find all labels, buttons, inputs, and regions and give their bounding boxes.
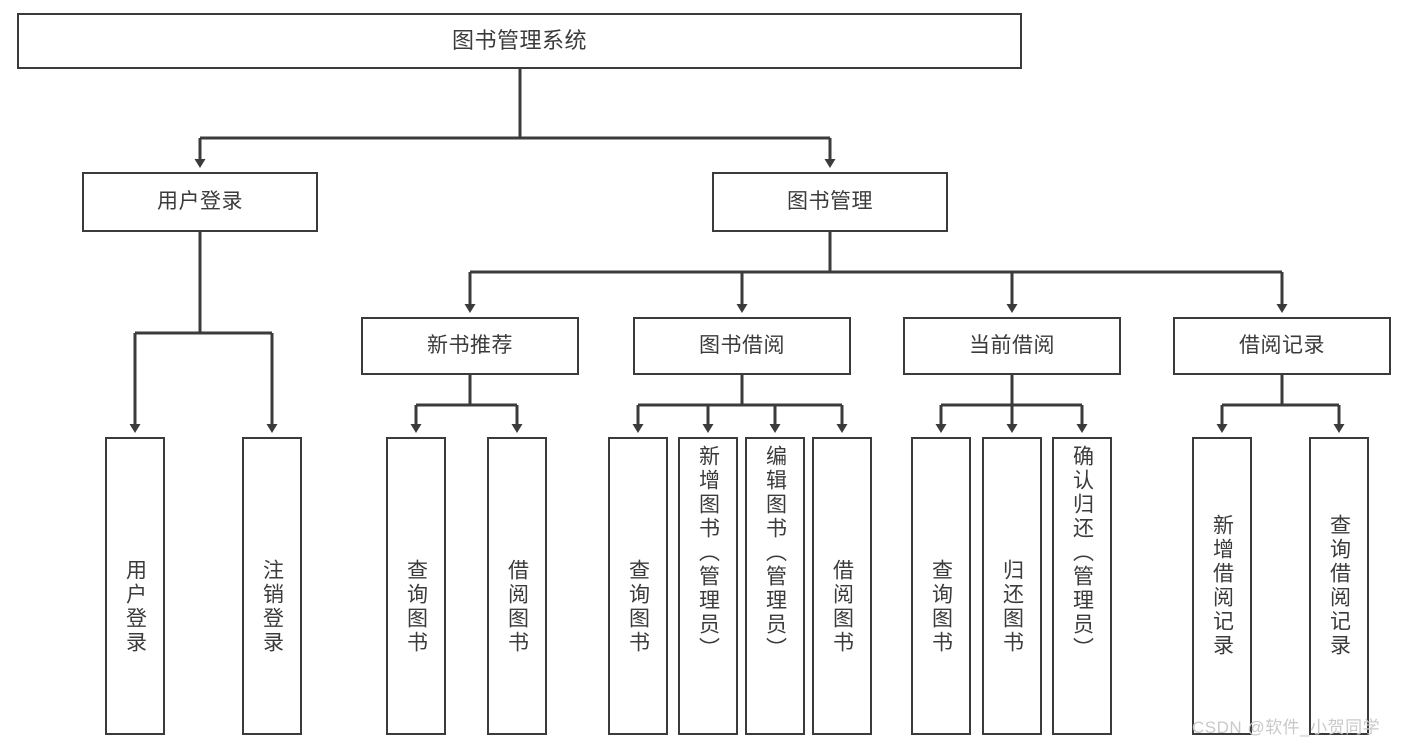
- node-leaf-query-book-3-label: 查询图书: [929, 559, 953, 655]
- node-book-manage[interactable]: 图书管理: [712, 172, 948, 232]
- node-leaf-logout-label: 注销登录: [260, 559, 284, 655]
- node-new-book-rec-label: 新书推荐: [427, 334, 513, 358]
- node-leaf-edit-book-label: 编辑图书（管理员）: [763, 445, 787, 661]
- node-leaf-query-book-2-label: 查询图书: [626, 559, 650, 655]
- node-leaf-confirm-return[interactable]: 确认归还（管理员）: [1052, 437, 1112, 735]
- node-leaf-query-book-1[interactable]: 查询图书: [386, 437, 446, 735]
- node-book-borrow[interactable]: 图书借阅: [633, 317, 851, 375]
- node-leaf-query-book-1-label: 查询图书: [404, 559, 428, 655]
- node-new-book-rec[interactable]: 新书推荐: [361, 317, 579, 375]
- node-borrow-record[interactable]: 借阅记录: [1173, 317, 1391, 375]
- node-leaf-confirm-return-label: 确认归还（管理员）: [1070, 445, 1094, 661]
- node-leaf-user-login-label: 用户登录: [123, 559, 147, 655]
- node-book-borrow-label: 图书借阅: [699, 334, 785, 358]
- node-leaf-borrow-book-2[interactable]: 借阅图书: [812, 437, 872, 735]
- node-user-login-label: 用户登录: [157, 190, 243, 214]
- node-leaf-return-book[interactable]: 归还图书: [982, 437, 1042, 735]
- node-leaf-user-login[interactable]: 用户登录: [105, 437, 165, 735]
- node-leaf-query-record-label: 查询借阅记录: [1327, 514, 1351, 658]
- node-book-manage-label: 图书管理: [787, 190, 873, 214]
- node-leaf-query-book-2[interactable]: 查询图书: [608, 437, 668, 735]
- node-leaf-return-book-label: 归还图书: [1000, 559, 1024, 655]
- node-leaf-query-record[interactable]: 查询借阅记录: [1309, 437, 1369, 735]
- node-leaf-add-book-label: 新增图书（管理员）: [696, 445, 720, 661]
- node-current-borrow-label: 当前借阅: [969, 334, 1055, 358]
- node-leaf-query-book-3[interactable]: 查询图书: [911, 437, 971, 735]
- node-leaf-borrow-book-1[interactable]: 借阅图书: [487, 437, 547, 735]
- node-leaf-logout[interactable]: 注销登录: [242, 437, 302, 735]
- node-root-label: 图书管理系统: [451, 27, 587, 53]
- csdn-watermark: CSDN @软件_小贺同学: [1192, 718, 1381, 737]
- node-leaf-add-book[interactable]: 新增图书（管理员）: [678, 437, 738, 735]
- node-leaf-borrow-book-2-label: 借阅图书: [830, 559, 854, 655]
- node-current-borrow[interactable]: 当前借阅: [903, 317, 1121, 375]
- node-leaf-add-record-label: 新增借阅记录: [1210, 514, 1234, 658]
- node-leaf-borrow-book-1-label: 借阅图书: [505, 559, 529, 655]
- node-user-login[interactable]: 用户登录: [82, 172, 318, 232]
- node-leaf-edit-book[interactable]: 编辑图书（管理员）: [745, 437, 805, 735]
- node-leaf-add-record[interactable]: 新增借阅记录: [1192, 437, 1252, 735]
- node-borrow-record-label: 借阅记录: [1239, 334, 1325, 358]
- node-root[interactable]: 图书管理系统: [17, 13, 1022, 69]
